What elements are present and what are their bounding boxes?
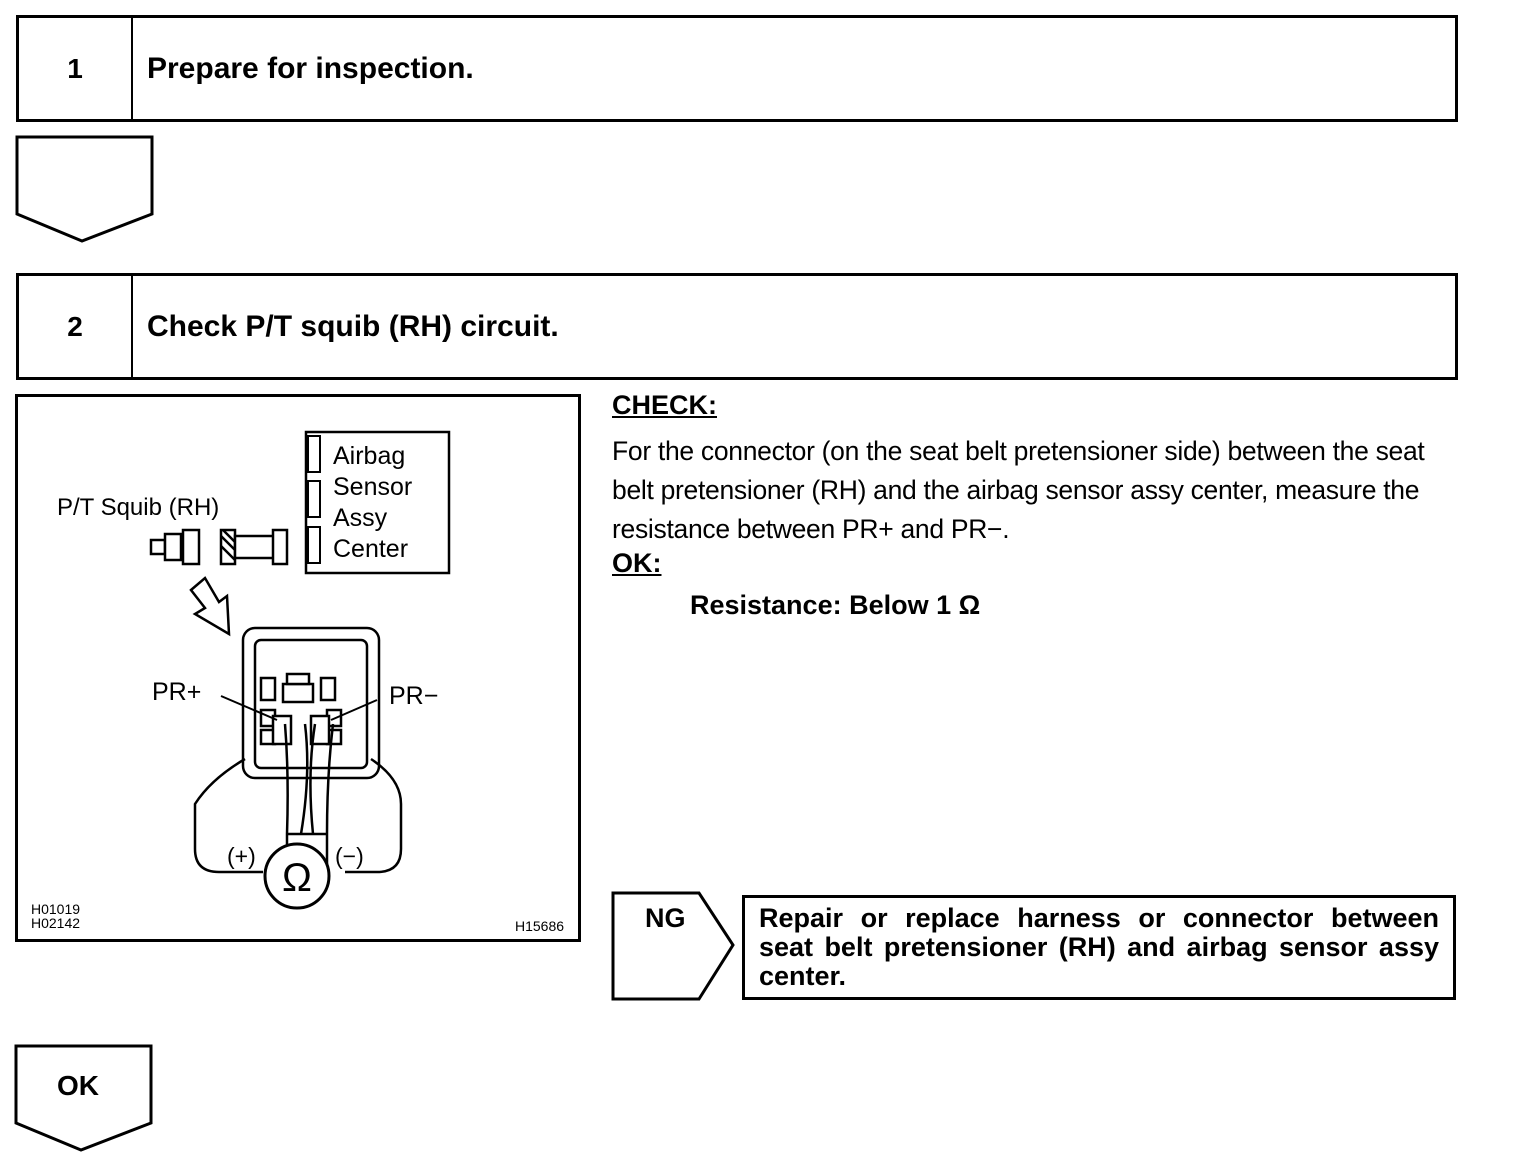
- meter-minus-label: (−): [335, 843, 364, 869]
- ng-arrow: NG: [611, 891, 735, 1001]
- figure-code-3: H15686: [515, 918, 564, 934]
- sensor-label-1: Airbag: [333, 442, 405, 470]
- ok-heading: OK:: [612, 548, 662, 578]
- step-2-number: 2: [19, 276, 133, 377]
- check-heading: CHECK:: [612, 390, 717, 420]
- figure-code-2: H02142: [31, 915, 80, 931]
- ok-arrow-label: OK: [57, 1070, 99, 1101]
- probe-leads-icon: [193, 723, 403, 874]
- pr-minus-label: PR−: [389, 682, 438, 710]
- sensor-label-2: Sensor: [333, 473, 412, 501]
- sensor-label-3: Assy: [333, 504, 388, 532]
- ok-arrow: OK: [14, 1044, 153, 1152]
- check-text: For the connector (on the seat belt pret…: [612, 436, 1425, 544]
- flow-down-arrow: [15, 135, 154, 243]
- pointer-arrow-icon: [189, 576, 231, 637]
- pr-plus-label: PR+: [152, 678, 201, 706]
- meter-plus-label: (+): [227, 843, 256, 869]
- ng-action: Repair or replace harness or connector b…: [742, 895, 1456, 1000]
- squib-plug-icon: [149, 528, 289, 566]
- ohmmeter-icon: [263, 842, 331, 910]
- sensor-label-4: Center: [333, 535, 408, 563]
- connector-illustration: Airbag Sensor Assy Center P/T Squib (RH)…: [15, 394, 581, 942]
- sensor-box: [304, 430, 451, 575]
- step-1-number: 1: [19, 18, 133, 119]
- ng-label: NG: [645, 903, 686, 933]
- step-2-box: 2 Check P/T squib (RH) circuit.: [16, 273, 1458, 380]
- step-1-box: 1 Prepare for inspection.: [16, 15, 1458, 122]
- squib-label: P/T Squib (RH): [57, 494, 219, 521]
- resistance-spec: Resistance: Below 1 Ω: [690, 590, 981, 620]
- step-2-title: Check P/T squib (RH) circuit.: [147, 309, 559, 343]
- step-1-title: Prepare for inspection.: [147, 51, 474, 85]
- figure-code-1: H01019: [31, 901, 80, 917]
- ohm-symbol: Ω: [282, 856, 312, 900]
